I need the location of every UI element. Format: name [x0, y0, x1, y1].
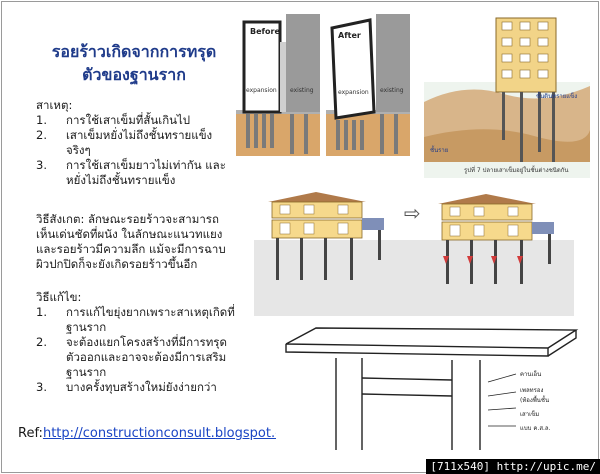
causes-heading: สาเหตุ:	[36, 98, 73, 112]
causes-section: สาเหตุ: 1. การใช้เสาเข็มที่สั้นเกินไป 2.…	[36, 98, 226, 188]
expansion-label-before: expansion	[246, 87, 277, 94]
house-after	[438, 194, 554, 284]
slide-title: รอยร้าวเกิดจากการทรุด ตัวของฐานราก	[18, 40, 250, 86]
fix-number: 3.	[36, 380, 47, 394]
fix-text-line: บางครั้งทุบสร้างใหม่ยังง่ายกว่า	[66, 380, 217, 394]
watermark-badge: [711x540] http://upic.me/	[426, 459, 600, 474]
existing-label-before: existing	[290, 87, 314, 94]
expansion-label-after: expansion	[338, 89, 369, 96]
pile-figure-caption: รูปที่ 7 ปลายเสาเข็มอยู่ในชั้นต่างชนิดกั…	[464, 164, 569, 174]
before-label: Before	[250, 27, 280, 36]
before-after-diagram: Before expansion existing After expansio…	[234, 12, 412, 158]
cause-text-line: หยั่งไม่ถึงชั้นทรายแข็ง	[66, 173, 176, 187]
fixes-section: วิธีแก้ไข: 1. การแก้ไขยุ่งยากเพราะสาเหตุ…	[36, 290, 235, 395]
beam-label-1: คานเอ็น	[520, 369, 541, 378]
fix-item-2: 2. จะต้องแยกโครงสร้างที่มีการทรุด ตัวออก…	[36, 335, 235, 380]
fix-text-line: ฐานราก	[66, 365, 107, 379]
fix-text-line: จะต้องแยกโครงสร้างที่มีการทรุด	[66, 335, 227, 349]
reference-label: Ref:	[18, 426, 43, 441]
beam-label-4: เสาเข็ม	[520, 409, 539, 418]
apartment-building	[495, 17, 557, 93]
cause-number: 3.	[36, 158, 47, 172]
beam-label-3: (ท้องพื้นชั้น	[520, 394, 549, 404]
settlement-arrows	[443, 256, 523, 264]
beam-label-5: แบบ ค.ส.ล.	[520, 425, 551, 432]
after-label: After	[338, 31, 361, 40]
reference-link[interactable]: http://constructionconsult.blogspot.com	[42, 426, 303, 441]
building-piles-diagram: ชั้นดินทรายแข็ง ชั้นราย รูปที่ 7 ปลายเสา…	[424, 12, 590, 178]
beam-label-2: เพลทรอง	[520, 387, 543, 394]
observation-paragraph: วิธีสังเกต: ลักษณะรอยร้าวจะสามารถ เห็นเด…	[36, 212, 226, 272]
fix-text-line: ฐานราก	[66, 320, 107, 334]
beam-detail-sketch: คานเอ็น เพลทรอง (ท้องพื้นชั้น เสาเข็ม แบ…	[276, 322, 582, 452]
fix-number: 1.	[36, 305, 47, 319]
cause-number: 1.	[36, 113, 47, 127]
soft-layer-label: ชั้นราย	[430, 144, 448, 154]
building-piles-figure: ชั้นดินทรายแข็ง ชั้นราย รูปที่ 7 ปลายเสา…	[424, 12, 590, 178]
cause-text-line: เสาเข็มหยั่งไม่ถึงชั้นทรายแข็ง	[66, 128, 213, 142]
slide-title-line-2: ตัวของฐานราก	[82, 65, 186, 84]
slide-title-line-1: รอยร้าวเกิดจากการทรุด	[51, 42, 217, 61]
cause-item-3: 3. การใช้เสาเข็มยาวไม่เท่ากัน และ หยั่งไ…	[36, 158, 226, 188]
reference-line: Ref:http://constructionconsult.blogspot.…	[18, 426, 303, 441]
fix-text-line: การแก้ไขยุ่งยากเพราะสาเหตุเกิดที่	[66, 305, 235, 319]
cause-number: 2.	[36, 128, 47, 142]
existing-label-after: existing	[380, 87, 404, 94]
fix-text-line: ตัวออกและอาจจะต้องมีการเสริม	[66, 350, 227, 364]
cause-text-line: การใช้เสาเข็มที่สั้นเกินไป	[66, 113, 191, 127]
sand-layer-label: ชั้นดินทรายแข็ง	[536, 90, 577, 100]
before-after-figure: Before expansion existing After expansio…	[234, 12, 412, 158]
house-before	[268, 192, 384, 280]
observation-line: วิธีสังเกต: ลักษณะรอยร้าวจะสามารถ	[36, 212, 219, 226]
settlement-compare-diagram: ⇨	[254, 192, 574, 316]
fix-number: 2.	[36, 335, 47, 349]
beam-detail-figure: คานเอ็น เพลทรอง (ท้องพื้นชั้น เสาเข็ม แบ…	[276, 322, 582, 452]
transition-arrow-icon: ⇨	[404, 201, 421, 225]
cause-text-line: การใช้เสาเข็มยาวไม่เท่ากัน และ	[66, 158, 226, 172]
cause-text-line: จริงๆ	[66, 143, 91, 157]
settlement-compare-figure: ⇨	[254, 192, 574, 316]
fix-item-3: 3. บางครั้งทุบสร้างใหม่ยังง่ายกว่า	[36, 380, 235, 395]
fixes-heading: วิธีแก้ไข:	[36, 290, 82, 304]
observation-line: และรอยร้าวมีความลึก แม้จะมีการฉาบ	[36, 242, 226, 256]
cause-item-1: 1. การใช้เสาเข็มที่สั้นเกินไป	[36, 113, 226, 128]
cause-item-2: 2. เสาเข็มหยั่งไม่ถึงชั้นทรายแข็ง จริงๆ	[36, 128, 226, 158]
observation-line: เห็นเด่นชัดที่ผนัง ในลักษณะแนวทแยง	[36, 227, 223, 241]
fix-item-1: 1. การแก้ไขยุ่งยากเพราะสาเหตุเกิดที่ ฐาน…	[36, 305, 235, 335]
observation-line: ผิวปกปิดก็จะยังเกิดรอยร้าวขึ้นอีก	[36, 257, 198, 271]
